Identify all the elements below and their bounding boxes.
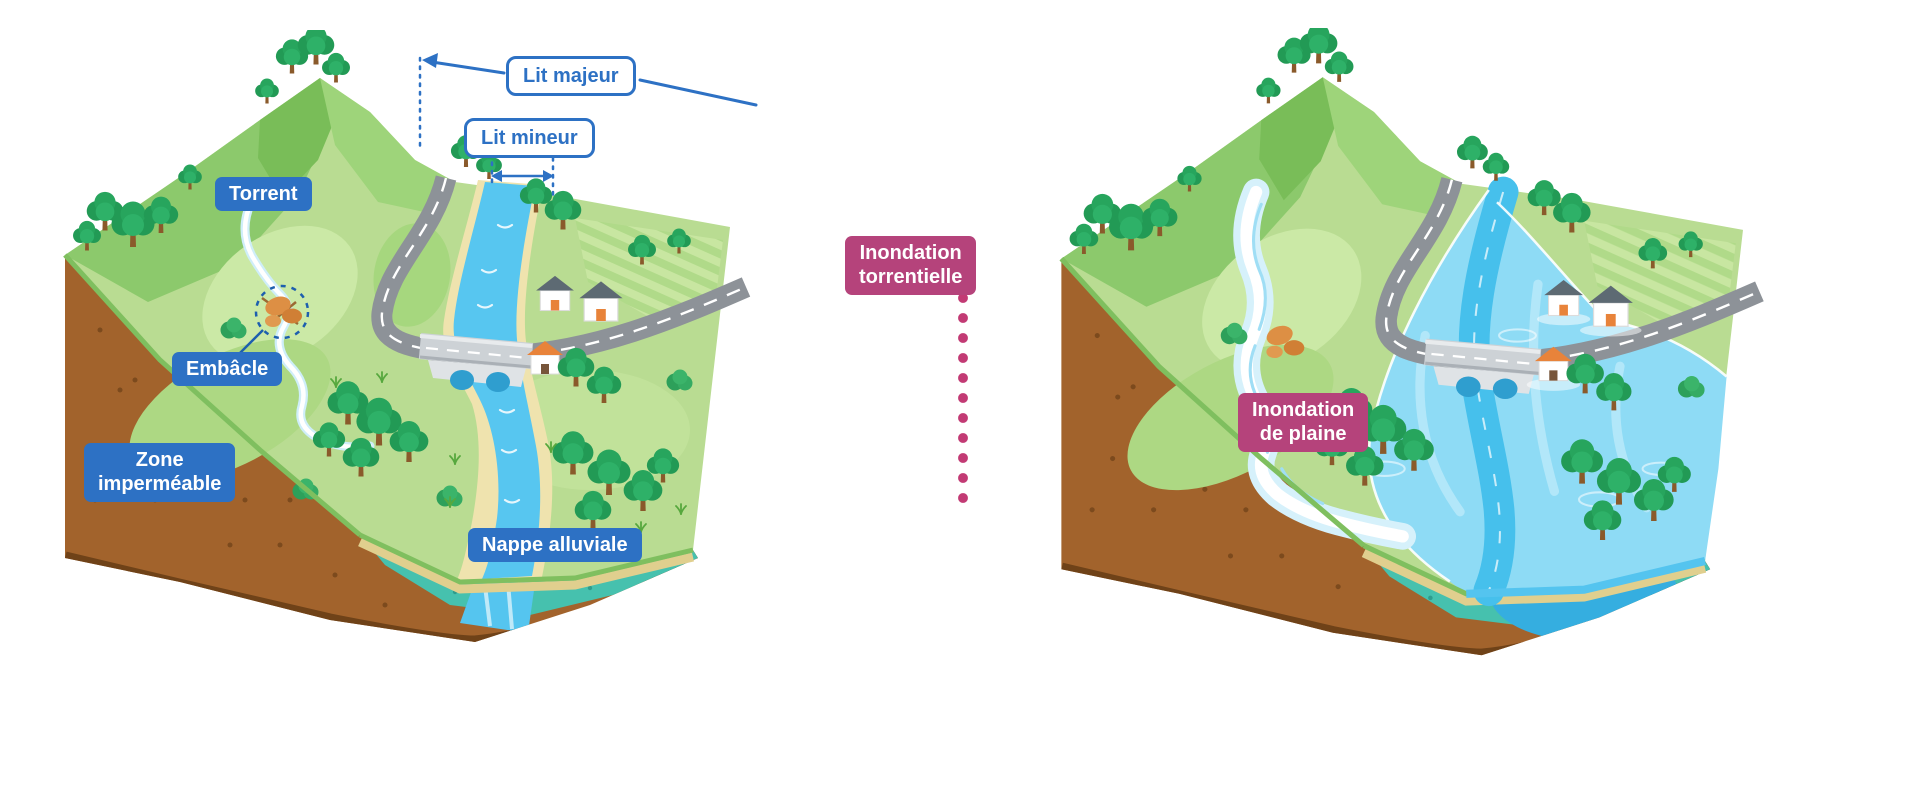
houses bbox=[1526, 279, 1642, 391]
embacle-debris bbox=[236, 284, 310, 357]
embacle-pointer-line bbox=[236, 329, 264, 357]
label-zone-impermeable: Zone imperméable bbox=[84, 443, 236, 502]
lit-majeur-leader-line bbox=[638, 78, 758, 107]
label-inondation-plaine: Inondation de plaine bbox=[1238, 393, 1369, 452]
label-inondation-torrentielle: Inondation torrentielle bbox=[845, 236, 977, 295]
label-nappe-alluviale: Nappe alluviale bbox=[468, 528, 642, 563]
right-diagram-flood-state bbox=[1059, 28, 1764, 656]
annotations bbox=[418, 53, 758, 200]
river-waves bbox=[476, 223, 521, 504]
label-zone-impermeable-line2: imperméable bbox=[98, 473, 222, 496]
label-torrent: Torrent bbox=[215, 177, 312, 212]
label-zone-impermeable-line1: Zone bbox=[135, 449, 184, 471]
bridge bbox=[418, 333, 534, 392]
sand-layer-stripe bbox=[1361, 548, 1707, 606]
label-inondation-torrentielle-line1: Inondation bbox=[859, 242, 962, 264]
grass-edge-left bbox=[63, 253, 362, 537]
label-inondation-torrentielle-line2: torrentielle bbox=[859, 266, 963, 289]
aquifer-face bbox=[360, 535, 698, 615]
aquifer-face bbox=[1363, 545, 1711, 628]
sand-layer-stripe bbox=[358, 537, 695, 594]
label-lit-mineur: Lit mineur bbox=[464, 118, 595, 159]
label-embacle: Embâcle bbox=[172, 352, 283, 387]
label-inondation-plaine-line2: de plaine bbox=[1259, 423, 1347, 446]
grass-edge-left bbox=[1059, 256, 1366, 548]
lit-majeur-arrowhead bbox=[422, 53, 438, 68]
label-inondation-plaine-line1: Inondation bbox=[1252, 399, 1355, 421]
lit-majeur-arrow-line bbox=[430, 60, 506, 75]
flood-front-edge bbox=[1466, 557, 1707, 598]
left-diagram-normal-state bbox=[63, 30, 758, 642]
label-lit-majeur: Lit majeur bbox=[506, 56, 636, 97]
grass-edge-front bbox=[358, 532, 694, 585]
embacle-marker-circle bbox=[254, 284, 310, 340]
debris-rocks bbox=[1266, 325, 1305, 359]
bridge bbox=[1424, 338, 1542, 400]
separator-dotted-line bbox=[958, 248, 968, 508]
